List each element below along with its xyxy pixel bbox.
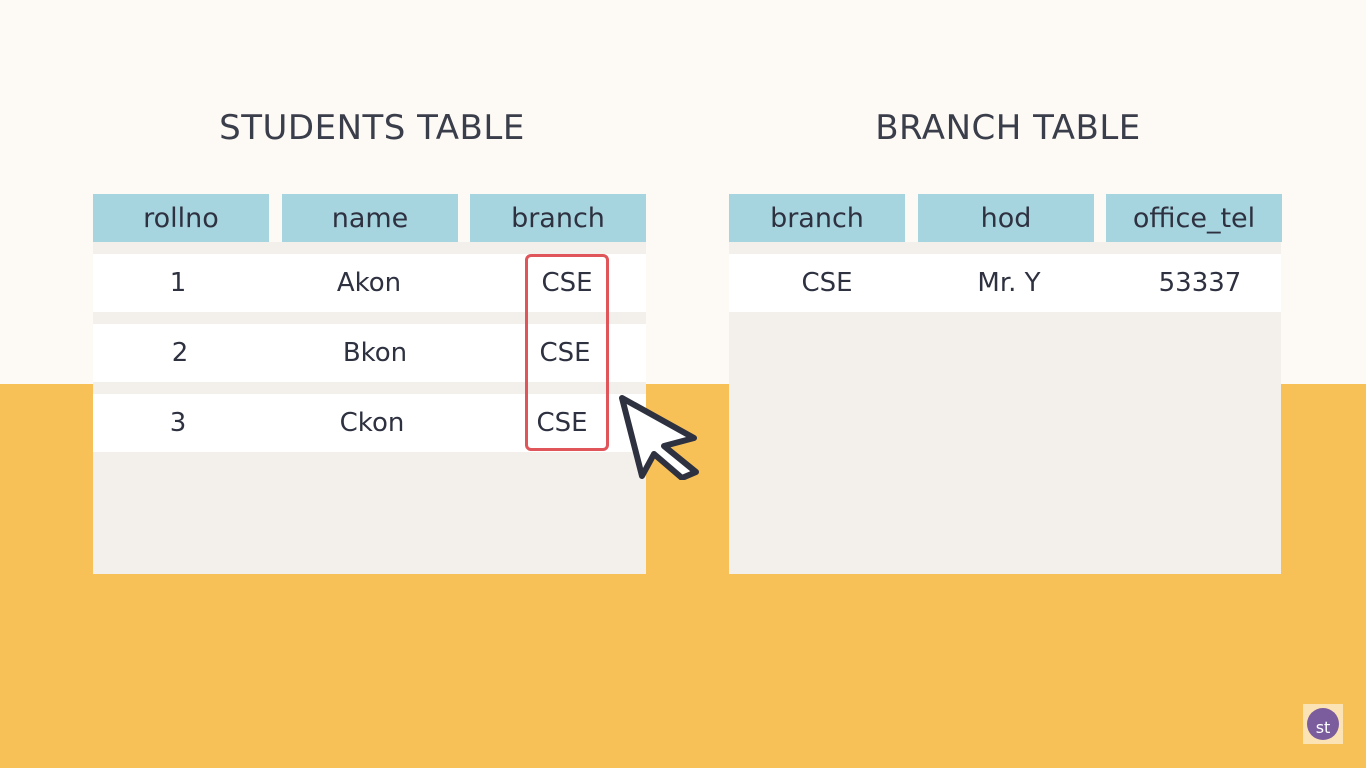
students-cell-branch: CSE bbox=[541, 268, 593, 298]
branch-cell-office-tel: 53337 bbox=[1158, 268, 1242, 298]
students-table-title: STUDENTS TABLE bbox=[219, 108, 525, 148]
students-cell-name: Bkon bbox=[342, 338, 408, 368]
branch-table-title: BRANCH TABLE bbox=[875, 108, 1141, 148]
students-row-3: 3 Ckon CSE bbox=[93, 394, 646, 452]
branch-row-1: CSE Mr. Y 53337 bbox=[729, 254, 1281, 312]
students-cell-branch: CSE bbox=[536, 408, 588, 438]
mouse-pointer-icon bbox=[619, 395, 699, 480]
students-header-branch: branch bbox=[470, 194, 646, 242]
channel-logo[interactable]: st bbox=[1303, 704, 1343, 744]
students-cell-rollno: 2 bbox=[171, 338, 189, 368]
channel-logo-text: st bbox=[1307, 708, 1339, 740]
students-cell-rollno: 3 bbox=[169, 408, 187, 438]
students-row-2: 2 Bkon CSE bbox=[93, 324, 646, 382]
students-header-rollno: rollno bbox=[93, 194, 269, 242]
students-cell-name: Ckon bbox=[339, 408, 405, 438]
students-cell-name: Akon bbox=[336, 268, 402, 298]
branch-cell-hod: Mr. Y bbox=[977, 268, 1041, 298]
branch-column-highlight-box bbox=[525, 254, 609, 451]
branch-header-branch: branch bbox=[729, 194, 905, 242]
students-cell-branch: CSE bbox=[539, 338, 591, 368]
branch-header-office-tel: office_tel bbox=[1106, 194, 1282, 242]
branch-header-hod: hod bbox=[918, 194, 1094, 242]
students-header-name: name bbox=[282, 194, 458, 242]
students-cell-rollno: 1 bbox=[169, 268, 187, 298]
students-row-1: 1 Akon CSE bbox=[93, 254, 646, 312]
branch-cell-branch: CSE bbox=[801, 268, 853, 298]
